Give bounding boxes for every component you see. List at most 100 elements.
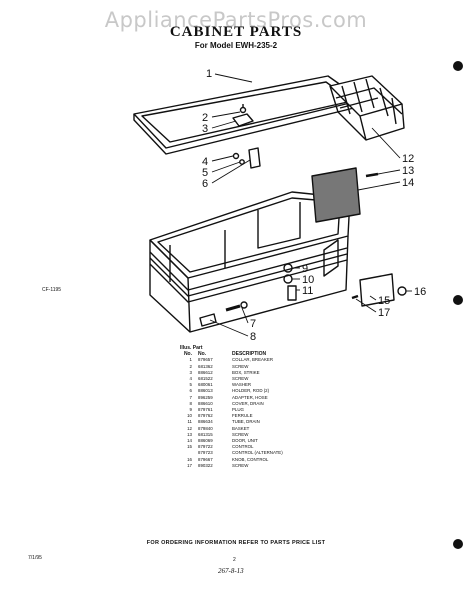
table-row: 879723 CONTROL (ALTERNATE) <box>180 450 283 456</box>
leader-lines <box>209 73 412 337</box>
watermark: AppliancePartsPros.com <box>104 8 368 32</box>
illus-no-cell: 9 <box>189 407 192 413</box>
callout-10: 10 <box>302 274 314 286</box>
illus-no-cell: 11 <box>187 419 192 425</box>
illus-no-cell: 14 <box>187 438 192 444</box>
table-row: 3 886612 BOX, STRIKE <box>180 370 283 376</box>
ordering-note: FOR ORDERING INFORMATION REFER TO PARTS … <box>146 540 326 546</box>
footer-code: 7/1/95 <box>28 555 42 561</box>
callout-13: 13 <box>402 165 414 177</box>
part-no-cell: 879657 <box>198 357 213 363</box>
illus-no-cell: 7 <box>189 394 192 400</box>
figure-id: CF-1195 <box>42 287 62 293</box>
illus-no-cell: 6 <box>189 388 192 394</box>
table-row: 11 886634 TUBE, DRAIN <box>180 419 283 425</box>
col-illus-no: No. <box>183 351 192 358</box>
unit-door-drawing <box>311 167 379 223</box>
illus-no-cell: 10 <box>187 413 192 419</box>
table-row: 10 879762 FERRULE <box>180 413 283 419</box>
part-no-cell: 879840 <box>198 425 213 431</box>
callout-9: 9 <box>302 263 308 275</box>
part-no-cell: 879762 <box>198 413 213 419</box>
part-no-cell: 896259 <box>198 394 213 400</box>
table-row: 9 879761 PLUG <box>180 407 283 413</box>
illus-no-cell: 4 <box>189 376 192 382</box>
callout-numbers: 1 2 3 4 5 6 7 8 9 10 11 12 13 14 15 16 1… <box>202 68 426 343</box>
description-cell: COVER, DRAIN <box>232 400 264 406</box>
table-row: 14 886069 DOOR, UNIT <box>180 438 283 444</box>
description-cell: SCREW <box>232 363 249 369</box>
description-cell: CONTROL (ALTERNATE) <box>232 450 283 456</box>
part-no-cell: 886634 <box>198 419 213 425</box>
callout-11: 11 <box>302 285 313 297</box>
control-drawing <box>323 239 407 307</box>
illus-no-cell: 17 <box>187 462 192 468</box>
illus-no-cell: 5 <box>189 382 192 388</box>
part-no-cell: 681315 <box>198 431 213 437</box>
illus-no-cell: 2 <box>189 363 192 369</box>
part-no-cell: 886069 <box>198 438 213 444</box>
table-row: 7 896259 ADAPTER, HOSE <box>180 395 283 401</box>
callout-3: 3 <box>202 123 208 135</box>
illus-no-cell: 16 <box>187 456 192 462</box>
callout-16: 16 <box>414 286 426 298</box>
table-row: 15 879722 CONTROL <box>180 444 283 450</box>
handwritten-note: 267-8-13 <box>218 567 244 575</box>
description-cell: PLUG <box>232 407 244 413</box>
table-header-row: No. No. DESCRIPTION <box>180 351 283 357</box>
description-cell: SCREW <box>232 462 249 468</box>
callout-12: 12 <box>402 153 414 165</box>
illus-no-cell: 1 <box>189 357 192 363</box>
description-cell: COLLAR, BREAKER <box>232 357 273 363</box>
description-cell: DOOR, UNIT <box>232 438 258 444</box>
part-no-cell: 890322 <box>198 462 213 468</box>
part-no-cell: 879761 <box>198 407 213 413</box>
basket-drawing <box>329 75 405 141</box>
table-row: 13 681315 SCREW <box>180 432 283 438</box>
illus-no-cell: 13 <box>187 431 192 437</box>
description-cell: CONTROL <box>232 444 254 450</box>
part-no-cell: 886610 <box>198 400 213 406</box>
description-cell: HOLDER, ROD (2) <box>232 388 270 394</box>
illus-no-cell: 15 <box>187 444 192 450</box>
table-row: 12 879840 BASKET <box>180 426 283 432</box>
callout-7: 7 <box>250 318 256 330</box>
col-description: DESCRIPTION <box>232 351 267 358</box>
description-cell: TUBE, DRAIN <box>232 419 260 425</box>
drain-parts-drawing <box>199 301 248 327</box>
description-cell: FERRULE <box>232 413 253 419</box>
callout-15: 15 <box>378 295 390 307</box>
description-cell: BOX, STRIKE <box>232 369 260 375</box>
part-no-cell: 681522 <box>198 376 213 382</box>
callout-14: 14 <box>402 177 414 189</box>
callout-5: 5 <box>202 167 208 179</box>
part-no-cell: 879723 <box>198 450 213 456</box>
binder-holes <box>453 61 463 549</box>
part-no-cell: 886612 <box>198 369 213 375</box>
part-no-cell: 879722 <box>198 444 213 450</box>
description-cell: BASKET <box>232 425 250 431</box>
description-cell: ADAPTER, HOSE <box>232 394 268 400</box>
strike-box-drawing <box>232 104 254 127</box>
callout-6: 6 <box>202 178 208 190</box>
table-row: 1 879657 COLLAR, BREAKER <box>180 357 283 363</box>
illus-no-cell: 12 <box>187 425 192 431</box>
description-cell: SCREW <box>232 431 249 437</box>
callout-2: 2 <box>202 112 208 124</box>
col-part-no: No. <box>198 351 207 358</box>
table-header-top: Illus. Part <box>180 345 203 351</box>
description-cell: WASHER <box>232 382 252 388</box>
illus-no-cell: 3 <box>189 369 192 375</box>
callout-4: 4 <box>202 156 208 168</box>
part-no-cell: 879667 <box>198 456 213 462</box>
drain-tube-drawing <box>283 263 297 301</box>
